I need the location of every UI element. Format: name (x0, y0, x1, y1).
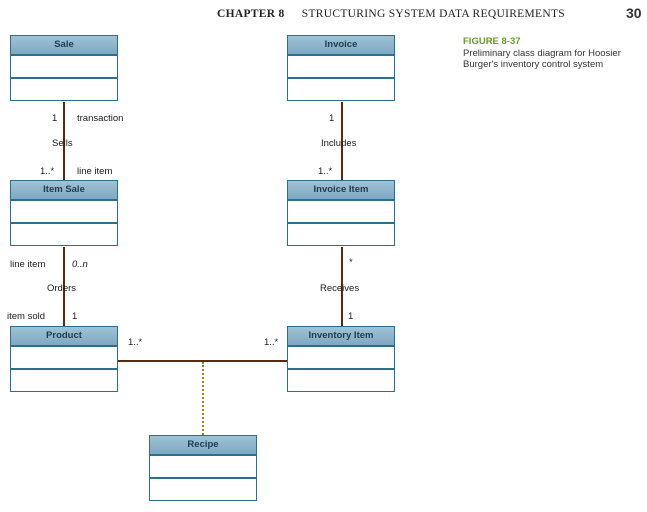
association-line-item-sale-product (63, 247, 65, 326)
multiplicity-label: * (349, 257, 353, 268)
class-name: Invoice Item (288, 181, 394, 199)
class-sale: Sale (10, 35, 118, 101)
association-line-invoice-invoice-item (341, 102, 343, 180)
multiplicity-label: 1..* (128, 337, 143, 348)
multiplicity-label: 1 (348, 311, 354, 322)
chapter-label: CHAPTER 8 (217, 8, 285, 20)
section-title: STRUCTURING SYSTEM DATA REQUIREMENTS (301, 8, 565, 20)
role-label: line item (77, 166, 113, 177)
attributes-compartment (288, 55, 394, 77)
association-line-invoice-item-inventory-item (341, 247, 343, 326)
operations-compartment (11, 369, 117, 391)
association-line-product-inventory-item (118, 360, 287, 362)
attributes-compartment (11, 55, 117, 77)
attributes-compartment (11, 346, 117, 368)
class-name: Inventory Item (288, 327, 394, 345)
class-recipe: Recipe (149, 435, 257, 501)
page-number: 30 (626, 5, 642, 21)
operations-compartment (150, 478, 256, 500)
association-name: Sells (52, 138, 73, 149)
class-name: Item Sale (11, 181, 117, 199)
multiplicity-label: 1..* (264, 337, 279, 348)
multiplicity-label: 1 (72, 311, 78, 322)
class-product: Product (10, 326, 118, 392)
class-name: Sale (11, 36, 117, 54)
class-name: Invoice (288, 36, 394, 54)
class-inventory-item: Inventory Item (287, 326, 395, 392)
attributes-compartment (288, 200, 394, 222)
operations-compartment (288, 369, 394, 391)
multiplicity-label: 0..n (72, 259, 88, 270)
figure-label: FIGURE 8-37 (463, 36, 521, 47)
association-name: Includes (321, 138, 357, 149)
multiplicity-label: 1 (329, 113, 335, 124)
class-invoice: Invoice (287, 35, 395, 101)
class-item-sale: Item Sale (10, 180, 118, 246)
attributes-compartment (288, 346, 394, 368)
operations-compartment (288, 78, 394, 100)
operations-compartment (288, 223, 394, 245)
page-header: CHAPTER 8 STRUCTURING SYSTEM DATA REQUIR… (217, 8, 565, 20)
attributes-compartment (150, 455, 256, 477)
association-line-sale-item-sale (63, 102, 65, 180)
association-name: Orders (47, 283, 77, 294)
association-name: Receives (320, 283, 360, 294)
figure-caption: Preliminary class diagram for Hoosier Bu… (463, 48, 621, 70)
multiplicity-label: 1..* (318, 166, 333, 177)
role-label: transaction (77, 113, 124, 124)
attributes-compartment (11, 200, 117, 222)
multiplicity-label: 1 (52, 113, 58, 124)
class-invoice-item: Invoice Item (287, 180, 395, 246)
class-name: Product (11, 327, 117, 345)
association-class-link-recipe (202, 362, 204, 435)
class-name: Recipe (150, 436, 256, 454)
role-label: line item (10, 259, 46, 270)
operations-compartment (11, 223, 117, 245)
multiplicity-label: 1..* (40, 166, 55, 177)
operations-compartment (11, 78, 117, 100)
role-label: item sold (7, 311, 46, 322)
